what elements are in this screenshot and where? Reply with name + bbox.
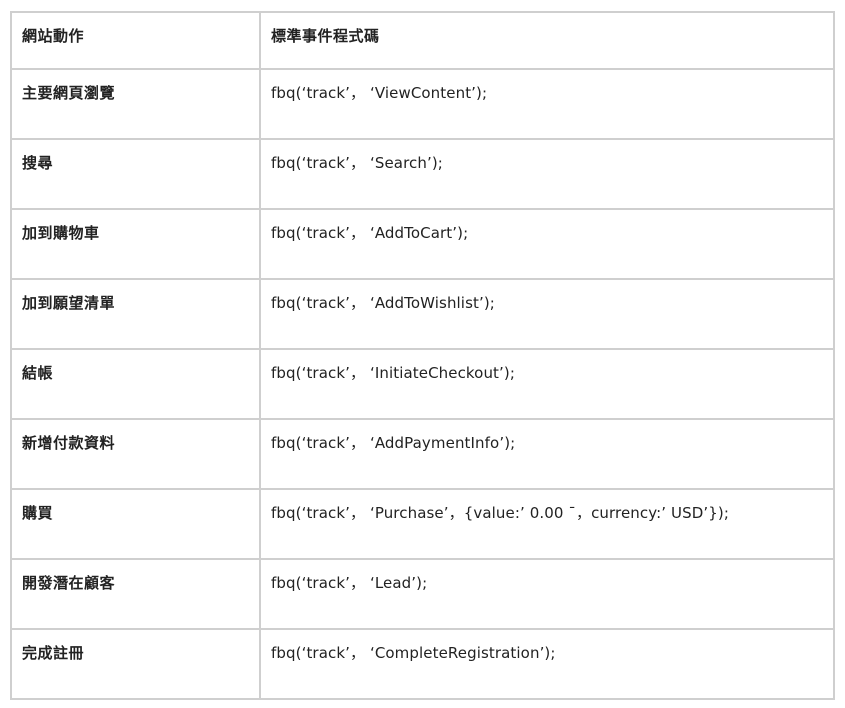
action-cell: 主要網頁瀏覽 <box>10 68 261 140</box>
event-code: fbq(‘track’， ‘AddToCart’); <box>271 224 469 242</box>
standard-events-table: 網站動作 標準事件程式碼 主要網頁瀏覽 fbq(‘track’， ‘ViewCo… <box>10 11 835 700</box>
header-code-label: 標準事件程式碼 <box>271 27 380 45</box>
action-label: 加到願望清單 <box>22 294 116 312</box>
code-cell: fbq(‘track’， ‘ViewContent’); <box>259 68 835 140</box>
action-cell: 新增付款資料 <box>10 418 261 490</box>
action-label: 加到購物車 <box>22 224 100 242</box>
action-cell: 搜尋 <box>10 138 261 210</box>
table-row: 主要網頁瀏覽 fbq(‘track’， ‘ViewContent’); <box>10 68 835 140</box>
action-cell: 加到購物車 <box>10 208 261 280</box>
event-code: fbq(‘track’， ‘Lead’); <box>271 574 428 592</box>
event-code: fbq(‘track’， ‘Purchase’，{value:’ 0.00 ˉ，… <box>271 504 729 522</box>
action-label: 主要網頁瀏覽 <box>22 84 116 102</box>
table-row: 新增付款資料 fbq(‘track’， ‘AddPaymentInfo’); <box>10 418 835 490</box>
action-label: 新增付款資料 <box>22 434 116 452</box>
action-cell: 購買 <box>10 488 261 560</box>
header-cell-action: 網站動作 <box>10 11 261 70</box>
header-cell-code: 標準事件程式碼 <box>259 11 835 70</box>
code-cell: fbq(‘track’， ‘InitiateCheckout’); <box>259 348 835 420</box>
action-label: 搜尋 <box>22 154 54 172</box>
table-row: 搜尋 fbq(‘track’， ‘Search’); <box>10 138 835 210</box>
code-cell: fbq(‘track’， ‘CompleteRegistration’); <box>259 628 835 700</box>
event-code: fbq(‘track’， ‘AddPaymentInfo’); <box>271 434 516 452</box>
action-label: 完成註冊 <box>22 644 85 662</box>
action-cell: 開發潛在顧客 <box>10 558 261 630</box>
event-code: fbq(‘track’， ‘CompleteRegistration’); <box>271 644 556 662</box>
action-label: 開發潛在顧客 <box>22 574 116 592</box>
code-cell: fbq(‘track’， ‘Purchase’，{value:’ 0.00 ˉ，… <box>259 488 835 560</box>
event-code: fbq(‘track’， ‘ViewContent’); <box>271 84 488 102</box>
event-code: fbq(‘track’， ‘AddToWishlist’); <box>271 294 495 312</box>
code-cell: fbq(‘track’， ‘AddToCart’); <box>259 208 835 280</box>
table-row: 加到願望清單 fbq(‘track’， ‘AddToWishlist’); <box>10 278 835 350</box>
table-row: 購買 fbq(‘track’， ‘Purchase’，{value:’ 0.00… <box>10 488 835 560</box>
table-header-row: 網站動作 標準事件程式碼 <box>10 11 835 70</box>
code-cell: fbq(‘track’， ‘AddToWishlist’); <box>259 278 835 350</box>
table-row: 結帳 fbq(‘track’， ‘InitiateCheckout’); <box>10 348 835 420</box>
action-cell: 加到願望清單 <box>10 278 261 350</box>
header-action-label: 網站動作 <box>22 27 85 45</box>
event-code: fbq(‘track’， ‘Search’); <box>271 154 443 172</box>
action-cell: 完成註冊 <box>10 628 261 700</box>
code-cell: fbq(‘track’， ‘Search’); <box>259 138 835 210</box>
code-cell: fbq(‘track’， ‘AddPaymentInfo’); <box>259 418 835 490</box>
action-cell: 結帳 <box>10 348 261 420</box>
table-row: 開發潛在顧客 fbq(‘track’， ‘Lead’); <box>10 558 835 630</box>
table-row: 完成註冊 fbq(‘track’， ‘CompleteRegistration’… <box>10 628 835 700</box>
action-label: 結帳 <box>22 364 54 382</box>
action-label: 購買 <box>22 504 54 522</box>
table-row: 加到購物車 fbq(‘track’， ‘AddToCart’); <box>10 208 835 280</box>
code-cell: fbq(‘track’， ‘Lead’); <box>259 558 835 630</box>
event-code: fbq(‘track’， ‘InitiateCheckout’); <box>271 364 516 382</box>
